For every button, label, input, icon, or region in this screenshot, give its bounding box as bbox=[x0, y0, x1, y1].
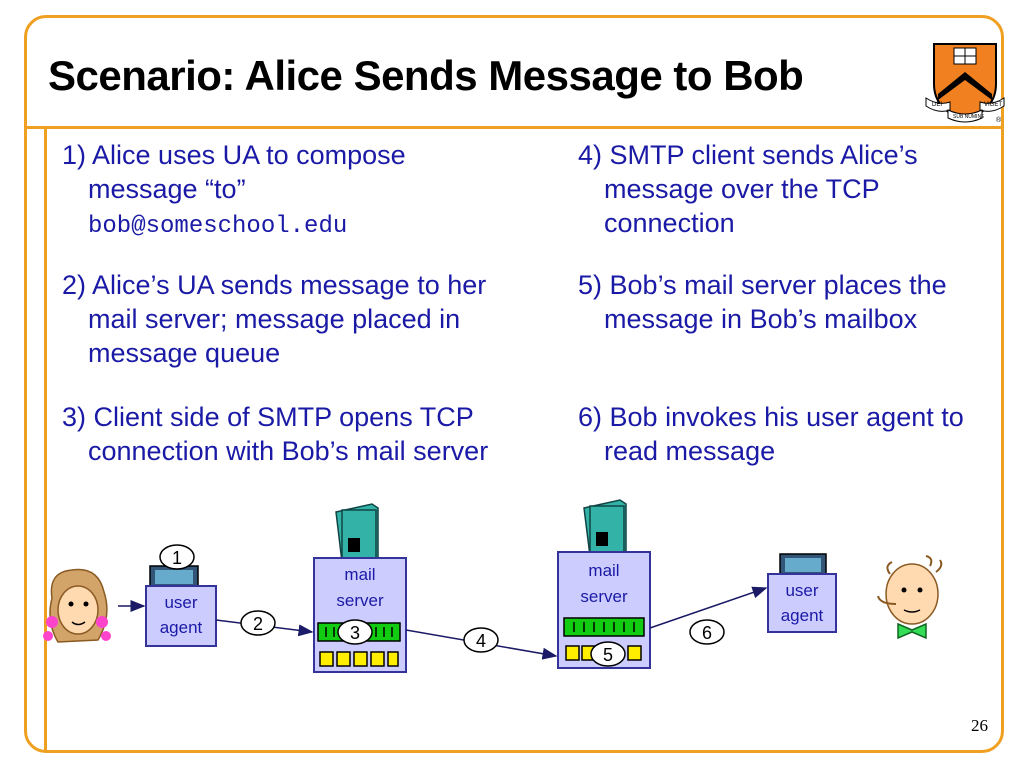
svg-text:5: 5 bbox=[603, 645, 613, 665]
princeton-shield-logo: DEI SUB NUMINE VIGET ® bbox=[925, 43, 1005, 124]
alice-server-label-1: mail bbox=[344, 565, 375, 584]
step-marker-6: 6 bbox=[689, 619, 725, 645]
alice-ua-label-2: agent bbox=[160, 618, 203, 637]
bow-tie-icon bbox=[897, 622, 927, 640]
recipient-email: bob@someschool.edu bbox=[88, 213, 348, 240]
left-margin-rule bbox=[44, 128, 47, 750]
alice-mail-server: mail server bbox=[313, 503, 407, 673]
bob-ua-label-1: user bbox=[785, 581, 818, 600]
title-divider bbox=[24, 126, 1004, 129]
alice-mailboxes bbox=[319, 651, 399, 667]
logo-registered-mark: ® bbox=[996, 116, 1002, 124]
page-number: 26 bbox=[971, 716, 988, 735]
step-2-text: 2) Alice’s UA sends message to her mail … bbox=[62, 270, 487, 368]
svg-text:6: 6 bbox=[702, 623, 712, 643]
alice-icon bbox=[43, 568, 111, 643]
svg-text:4: 4 bbox=[476, 631, 486, 651]
step-1-text: 1) Alice uses UA to compose message “to”… bbox=[62, 140, 406, 240]
step-marker-3: 3 bbox=[337, 619, 373, 645]
step-3-text: 3) Client side of SMTP opens TCP connect… bbox=[62, 402, 489, 466]
bob-user-agent: user agent bbox=[767, 553, 837, 633]
alice-ua-label-1: user bbox=[164, 593, 197, 612]
step-6-text: 6) Bob invokes his user agent to read me… bbox=[578, 402, 964, 466]
arrow-server-to-bob-ua bbox=[649, 586, 768, 629]
step-marker-5: 5 bbox=[590, 641, 626, 667]
bob-server-label-2: server bbox=[580, 587, 628, 606]
bob-server-label-1: mail bbox=[588, 561, 619, 580]
bob-ua-label-2: agent bbox=[781, 606, 824, 625]
logo-motto-left: DEI bbox=[932, 102, 942, 108]
step-marker-1: 1 bbox=[159, 544, 195, 570]
bob-icon bbox=[877, 555, 943, 640]
slide-title: Scenario: Alice Sends Message to Bob bbox=[48, 52, 804, 99]
step-marker-4: 4 bbox=[463, 627, 499, 653]
logo-motto-mid: SUB NUMINE bbox=[953, 114, 985, 120]
logo-motto-right: VIGET bbox=[984, 102, 1002, 108]
svg-text:3: 3 bbox=[350, 623, 360, 643]
svg-text:1: 1 bbox=[172, 548, 182, 568]
bob-mail-server: mail server bbox=[557, 499, 651, 669]
step-marker-2: 2 bbox=[240, 610, 276, 636]
bob-mailboxes bbox=[565, 645, 642, 661]
slide-frame bbox=[24, 15, 1004, 753]
step-5-text: 5) Bob’s mail server places the message … bbox=[578, 270, 947, 334]
alice-server-label-2: server bbox=[336, 591, 384, 610]
svg-text:2: 2 bbox=[253, 614, 263, 634]
alice-user-agent: user agent bbox=[118, 565, 217, 647]
step-4-text: 4) SMTP client sends Alice’s message ove… bbox=[578, 140, 918, 238]
